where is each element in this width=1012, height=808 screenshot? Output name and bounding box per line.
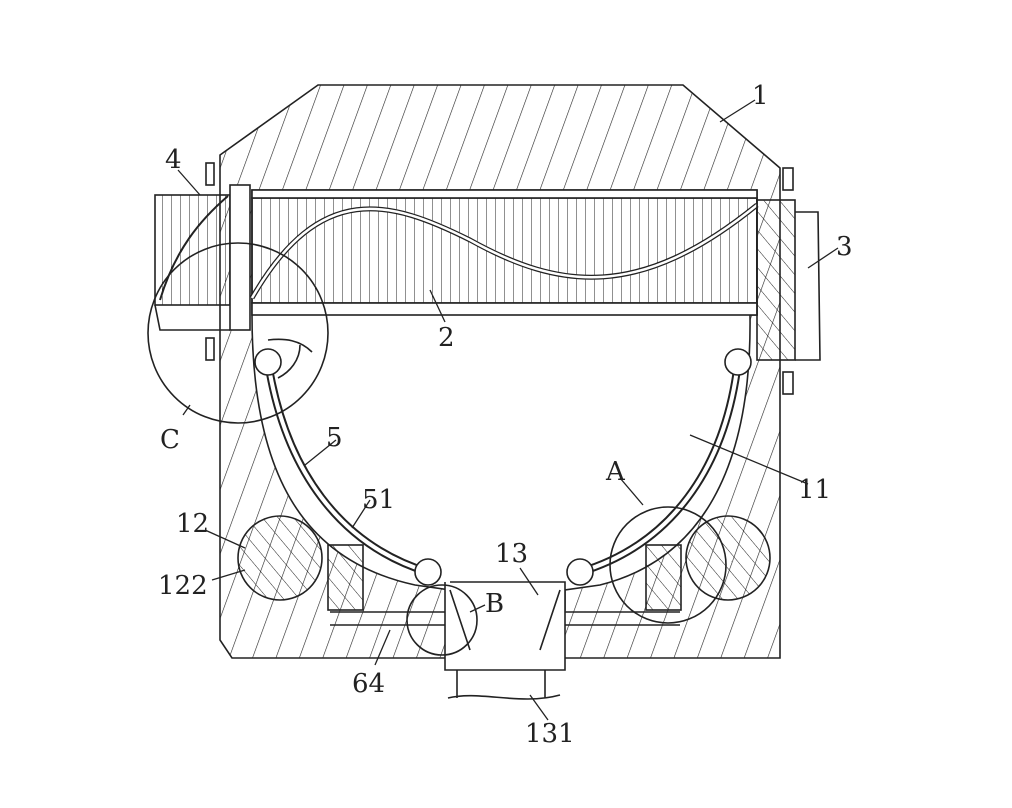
detail-circle-a	[609, 506, 727, 624]
label-4: 4	[165, 145, 182, 175]
side-block-3	[756, 199, 796, 361]
label-b: B	[485, 589, 504, 619]
roller-right	[685, 515, 771, 601]
label-11: 11	[798, 475, 831, 505]
label-5: 5	[326, 423, 343, 453]
outlet-pipe-131	[447, 670, 561, 700]
label-c: C	[160, 425, 180, 455]
spring-seat-right	[645, 544, 682, 611]
label-3: 3	[836, 232, 853, 262]
label-64: 64	[352, 669, 385, 699]
rod-64	[330, 611, 680, 626]
channel-2	[251, 197, 758, 304]
label-2: 2	[438, 323, 455, 353]
label-12: 12	[176, 509, 209, 539]
label-51: 51	[362, 485, 395, 515]
label-13: 13	[495, 539, 528, 569]
label-a: A	[605, 457, 626, 487]
detail-circle-b	[406, 584, 478, 656]
roller-left	[237, 515, 323, 601]
spring-seat-left	[327, 544, 364, 611]
outlet-13	[444, 581, 566, 671]
label-131: 131	[525, 719, 575, 749]
label-1: 1	[752, 81, 769, 111]
left-block-4	[154, 194, 231, 306]
detail-circle-c	[147, 242, 329, 424]
label-122: 122	[158, 571, 208, 601]
